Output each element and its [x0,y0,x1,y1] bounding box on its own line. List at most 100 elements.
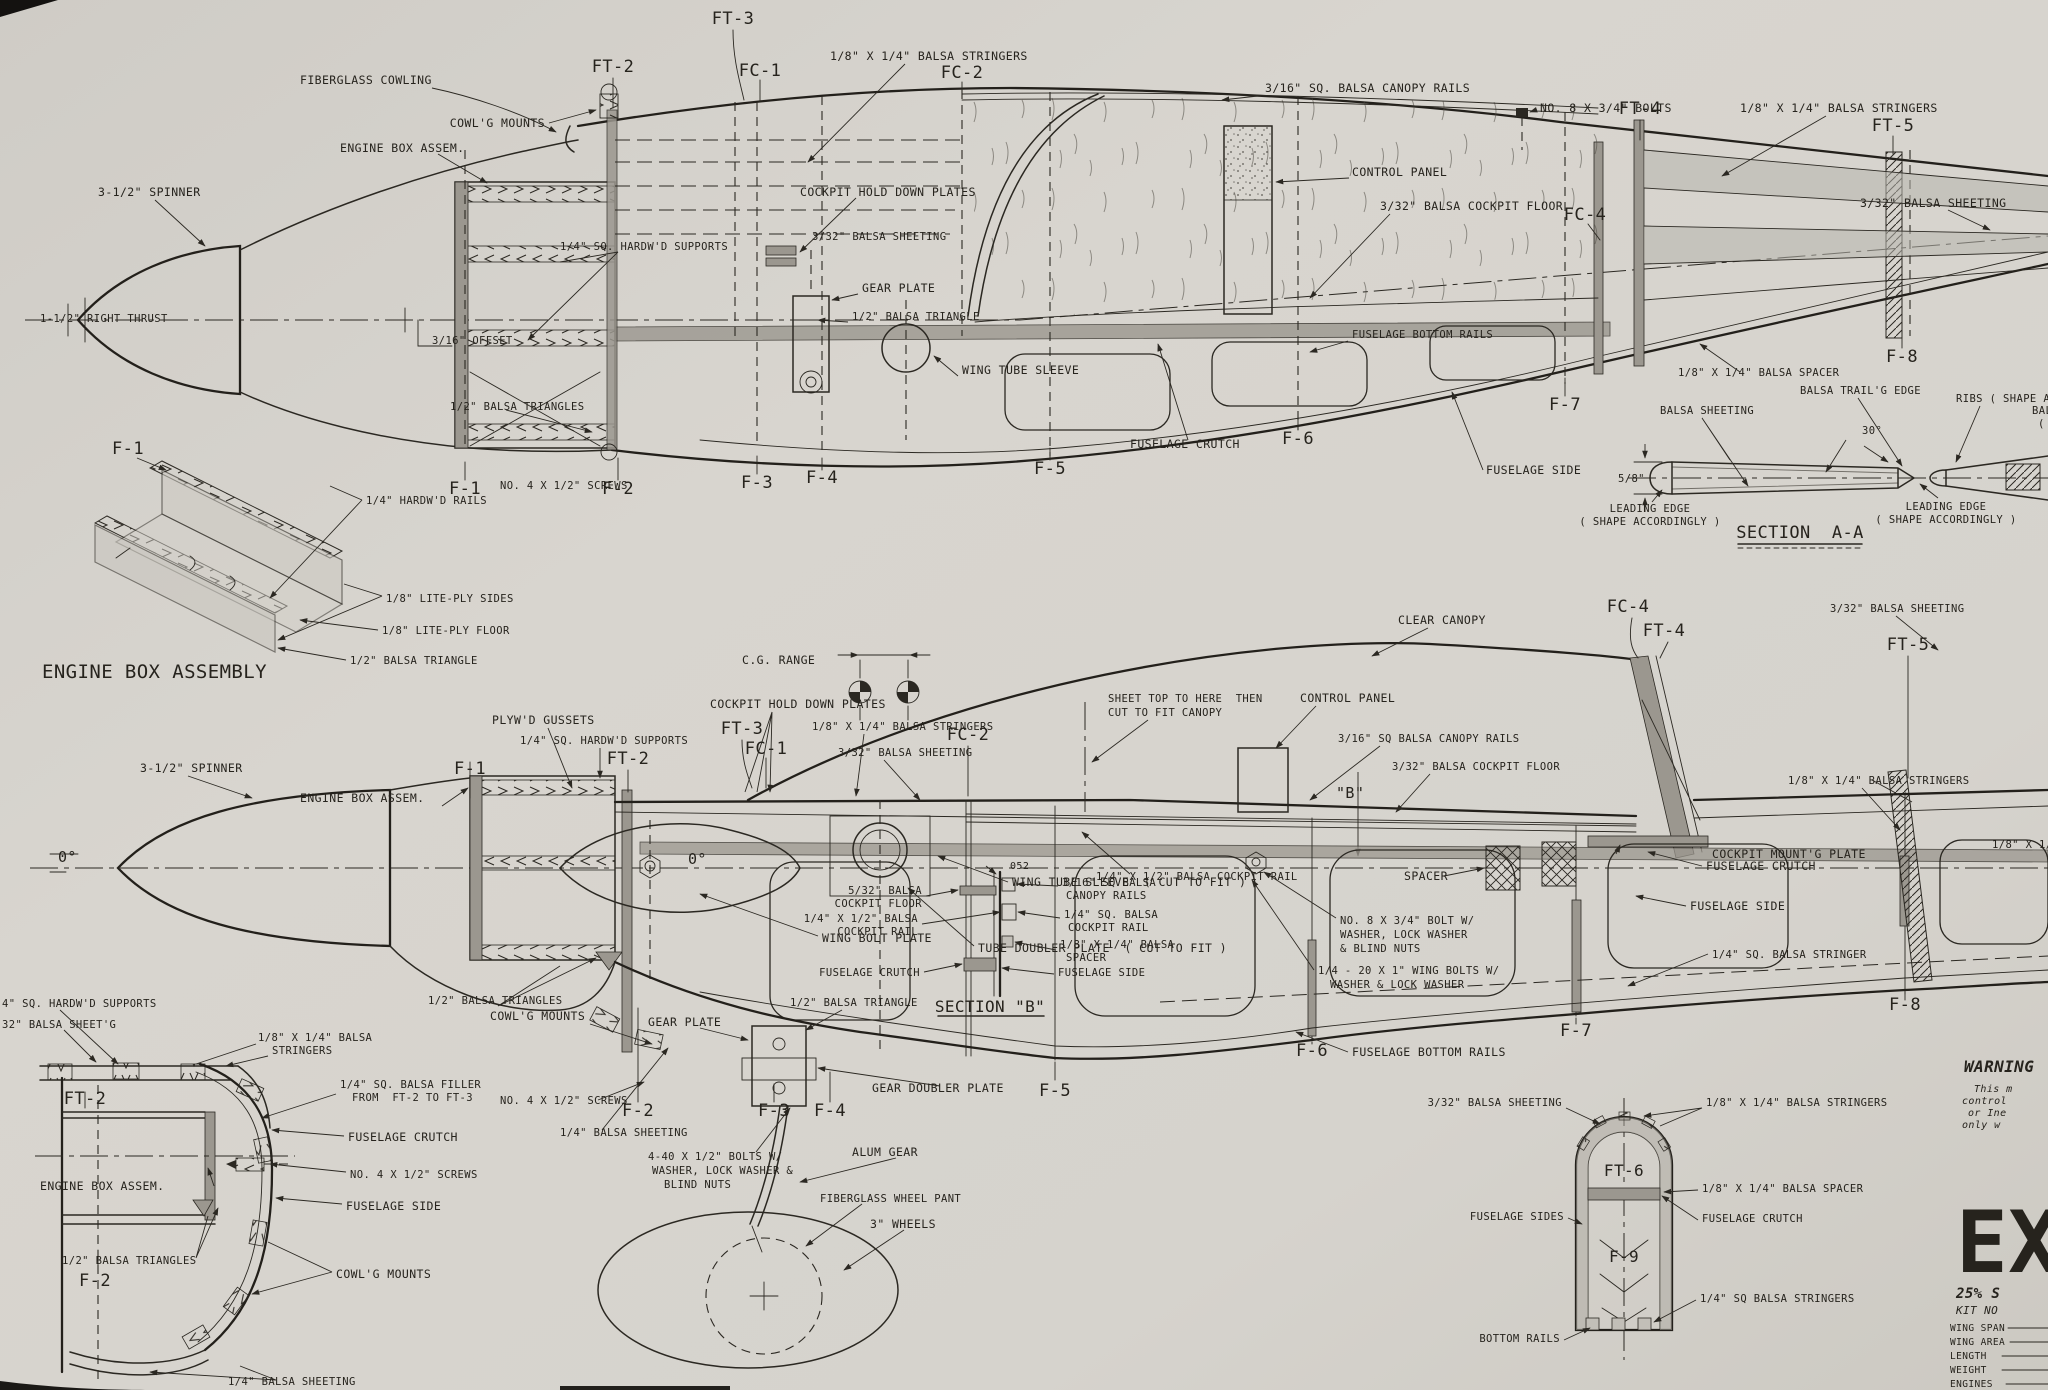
diagram-label: 1/4" X 1/2" BALSA [804,913,919,925]
scan-edge-shadow [0,1381,160,1390]
diagram-label: 1/4" SQ BALSA STRINGERS [1700,1293,1855,1305]
diagram-label: NO. 4 X 1/2" SCREWS [500,480,628,492]
diagram-label: 1/8" LITE-PLY SIDES [386,593,514,605]
diagram-label: only w [1962,1120,2001,1131]
diagram-label: FT-2 [607,749,650,769]
diagram-label: FUSELAGE CRUTCH [1702,1213,1803,1225]
diagram-label: 1/4" SQ. BALSA STRINGER [1712,949,1867,961]
diagram-label: 1/8" X 1/4" BALSA [1992,839,2048,851]
diagram-label: WARNING [1964,1057,2034,1076]
diagram-label: F-8 [1889,995,1921,1015]
diagram-label: FUSELAGE SIDE [1058,967,1145,979]
spacer-section [1001,935,1014,948]
diagram-label: ENGINE BOX ASSEM. [40,1179,165,1193]
cowl-mount-blocks [181,1078,273,1350]
diagram-label: LEADING EDGE [1610,503,1691,515]
centerline [25,235,2048,321]
windshield-arc [967,93,1105,317]
clear-canopy-outline [746,641,1640,802]
no8-bolt [1516,108,1528,117]
diagram-label: 3/32" BALSA SHEETING [812,231,946,243]
diagram-label: 3/16" SQ BALSA [1062,877,1156,889]
diagram-label: "B" [1336,784,1364,802]
diagram-label: 1/2" BALSA TRIANGLES [450,401,584,413]
wheel-pant [597,1211,899,1369]
diagram-label: F-1 [454,759,486,779]
diagram-label: FT-3 [712,9,755,29]
diagram-label: F-1 [112,439,144,459]
diagram-label: 3/16" SQ. BALSA CANOPY RAILS [1265,81,1470,95]
diagram-label: FUSELAGE BOTTOM RAILS [1352,1045,1506,1059]
diagram-label: 1/4" X 1/2" BALSA COCKPIT RAIL [1096,871,1298,883]
diagram-label: FUSELAGE SIDE [1486,463,1581,477]
title-block [2001,1327,2048,1385]
diagram-label: ENGINE BOX ASSEM. [340,141,465,155]
diagram-label: FC-4 [1607,597,1650,617]
diagram-label: COCKPIT HOLD DOWN PLATES [800,185,976,199]
diagram-label: FUSELAGE SIDES [1470,1211,1564,1223]
diagram-label: ( SH [2038,418,2048,430]
diagram-label: NO. 8 X 3/4" BOLT W/ [1340,915,1474,927]
diagram-label: WASHER, LOCK WASHER [1340,929,1468,941]
diagram-label: EX [1956,1193,2048,1293]
diagram-label: F-5 [1034,459,1066,479]
diagram-label: F-4 [814,1101,846,1121]
diagram-label: CANOPY RAILS [1066,890,1147,902]
diagram-label: ( SHAPE ACCORDINGLY ) [1875,514,2016,526]
diagram-label: CONTROL PANEL [1300,691,1395,705]
diagram-label: F-7 [1560,1021,1592,1041]
diagram-label: 1/8" X 1/4" BALSA STRINGERS [1740,101,1938,115]
diagram-label: FUSELAGE BOTTOM RAILS [1352,329,1493,341]
diagram-label: 0° [58,848,77,866]
section-aa-drawing [1628,397,2048,549]
diagram-label: 1/8" X 1/4" BALSA STRINGERS [1706,1097,1887,1109]
diagram-label: ( SHAPE ACCORDINGLY ) [1579,516,1720,528]
canopy-glass-area [962,92,1598,318]
diagram-label: SECTION A-A [1736,523,1864,543]
diagram-label: FUSELAGE CRUTCH [348,1130,458,1144]
diagram-label: 1-1/2" RIGHT THRUST [40,313,168,325]
diagram-label: F-2 [602,479,634,499]
diagram-label: WING BOLT PLATE [822,931,932,945]
spacer-block [1541,841,1577,887]
diagram-label: COCKPIT MOUNT'G PLATE [1712,847,1866,861]
gear-doubler-plate [741,1057,817,1081]
diagram-label: WASHER & LOCK WASHER [1330,979,1465,991]
diagram-label: 3/16" SQ BALSA CANOPY RAILS [1338,733,1519,745]
engine-box-assembly-drawing [93,457,383,661]
diagram-label: FUSELAGE CRUTCH [1130,437,1240,451]
diagram-label: FT-5 [1872,116,1915,136]
diagram-label: CUT TO FIT CANOPY [1108,707,1223,719]
diagram-label: 1/2" BALSA TRIANGLES [428,995,562,1007]
diagram-label: LEADING EDGE [1906,501,1987,513]
diagram-label: 1/4" SQ. HARDW'D SUPPORTS [560,241,728,253]
diagram-label: 1/4" SQ. HARDW'D SUPPORTS [520,735,688,747]
diagram-label: 5/32" BALSA [848,885,922,897]
diagram-label: ENGINE BOX ASSEM. [300,791,425,805]
diagram-label: FT-4 [1643,621,1686,641]
diagram-label: 1/8" X 1/4" BALSA SPACER [1678,367,1840,379]
diagram-label: FC-2 [947,725,990,745]
diagram-label: WASHER, LOCK WASHER & [652,1165,793,1177]
lightening-hole [1429,325,1556,381]
diagram-label: BALSA TRAIL'G EDGE [1800,385,1921,397]
diagram-label: 1/2" BALSA TRIANGLES [62,1255,196,1267]
diagram-label: CLEAR CANOPY [1398,613,1486,627]
diagram-label: 3/32" BALSA SHEETING [1830,603,1964,615]
wing-bolt-nut [639,854,661,879]
diagram-label: FT-6 [1604,1161,1644,1180]
diagram-label: 3/16" OFFSET [432,335,513,347]
spacer-block [1485,845,1521,891]
diagram-label: or Ine [1968,1108,2007,1119]
diagram-label: 1/8" X 1/4" BALSA STRINGERS [830,49,1028,63]
spinner-outline [116,788,392,948]
diagram-label: FROM FT-2 TO FT-3 [352,1092,473,1104]
diagram-label: COCKPIT RAIL [1068,922,1149,934]
diagram-label: 1/8" X 1/4" BALSA STRINGERS [1788,775,1969,787]
diagram-label: 1/2" BALSA TRIANGLE [790,997,918,1009]
diagram-label: STRINGERS [272,1045,333,1057]
diagram-label: 4" SQ. HARDW'D SUPPORTS [2,998,157,1010]
